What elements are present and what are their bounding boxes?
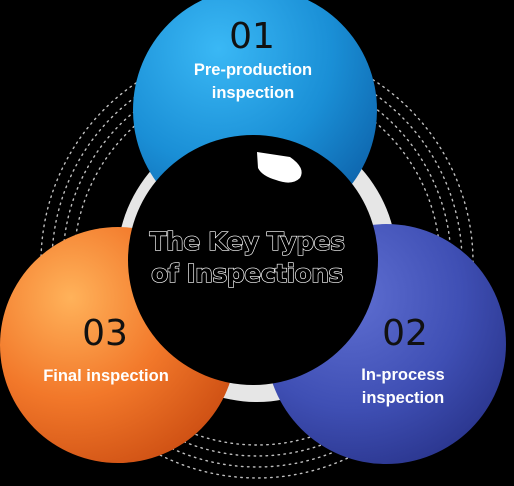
center-title-line2: of Inspections	[151, 259, 343, 288]
stage-03-label-line1: Final inspection	[43, 367, 169, 385]
stage-01-label-line2: inspection	[212, 84, 295, 102]
stage-02-number: 02	[382, 313, 428, 354]
stage-02-label-line2: inspection	[362, 389, 445, 407]
stage-01-number: 01	[229, 16, 275, 57]
center-title-line1: The Key Types	[149, 227, 344, 256]
stage-03-number: 03	[82, 313, 128, 354]
stage-01-label-line1: Pre-production	[194, 61, 312, 79]
center-circle	[128, 135, 378, 385]
stage-02-label-line1: In-process	[361, 366, 444, 384]
center-notch-shape	[257, 152, 302, 183]
